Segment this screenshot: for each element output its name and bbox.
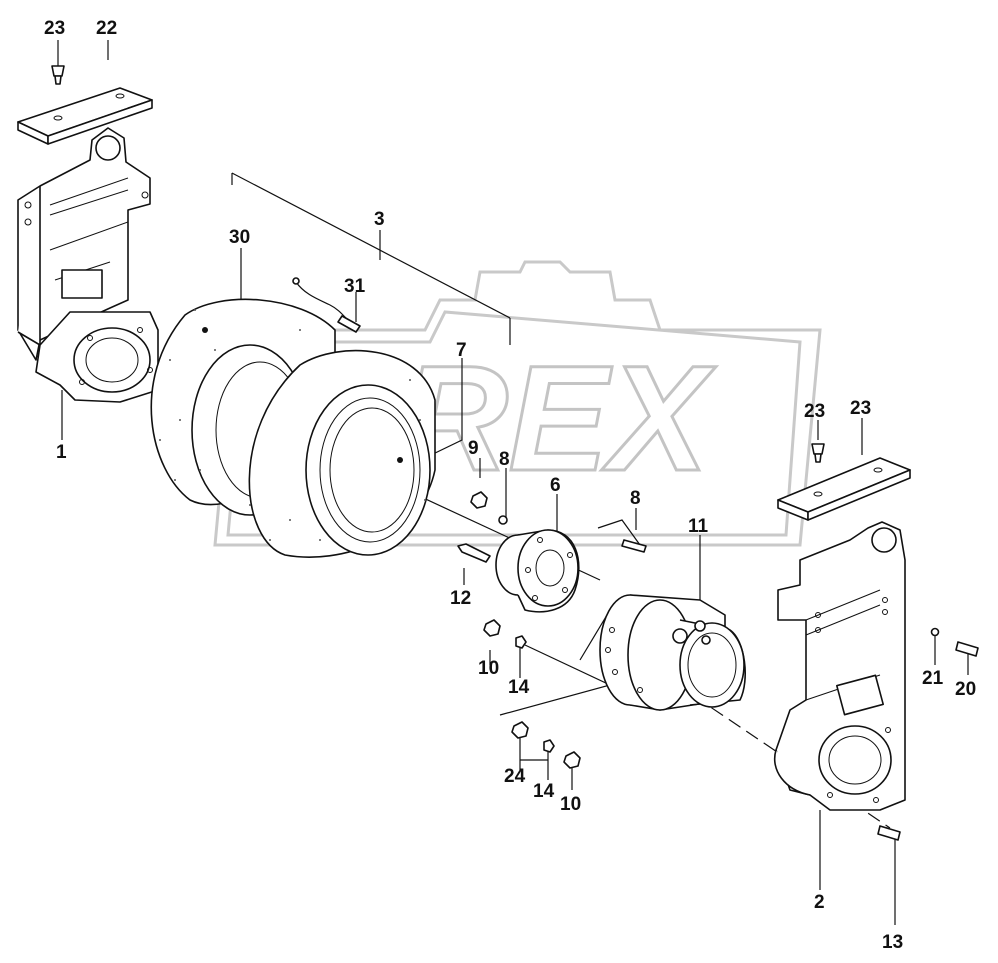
- tire-30-front: [202, 327, 436, 558]
- nut-24: [511, 721, 529, 739]
- nut-10-c: [563, 751, 581, 769]
- bracket-1-left: [17, 127, 159, 403]
- nut-10-a: [470, 491, 488, 509]
- watermark-text: REX: [400, 334, 716, 502]
- bolt-8: [621, 539, 647, 553]
- flange-3: [495, 529, 580, 613]
- bolt-13: [877, 825, 901, 841]
- nut-10-b: [483, 619, 501, 637]
- callout-12: 12: [450, 588, 471, 609]
- callout-10-c: 10: [560, 794, 581, 815]
- callout-7: 7: [456, 340, 467, 361]
- bolt-12: [457, 543, 491, 563]
- callout-22-top: 22: [96, 18, 117, 39]
- plate-22-left: [17, 87, 153, 145]
- callout-6: 3: [374, 209, 385, 230]
- callout-21: 21: [922, 668, 944, 689]
- nut-14-b: [543, 739, 555, 753]
- callout-31: 31: [344, 276, 366, 297]
- washer-21: [930, 627, 940, 637]
- plate-22-right: [777, 457, 911, 521]
- callout-23-right: 23: [804, 401, 825, 422]
- callout-14-b: 14: [533, 781, 555, 802]
- callout-8: 8: [630, 488, 641, 509]
- callout-13: 13: [882, 932, 903, 953]
- callout-30: 30: [229, 227, 250, 248]
- washer-9: [498, 515, 508, 525]
- bracket-2-right: [773, 521, 906, 811]
- callout-11: 11: [688, 516, 709, 537]
- callout-10-a: 9: [468, 438, 479, 459]
- callout-1: 1: [56, 442, 67, 463]
- sensor-cable-31: [292, 277, 361, 333]
- callout-10-b: 10: [478, 658, 499, 679]
- callout-24: 24: [504, 766, 526, 787]
- tire-texture: [159, 309, 426, 541]
- callout-22-right: 23: [850, 398, 871, 419]
- nut-14-a: [515, 635, 527, 649]
- hub-motor-11: [599, 594, 746, 711]
- callout-20: 20: [955, 679, 976, 700]
- callout-3: 6: [550, 475, 561, 496]
- bolt-23-left: [51, 65, 65, 85]
- callout-labels: 23 22 3 30 31 7 23 23 1 9 8 6 8 11 12 10…: [44, 18, 976, 953]
- bolt-20: [955, 641, 979, 657]
- callout-14-a: 14: [508, 677, 530, 698]
- callout-2: 2: [814, 892, 825, 913]
- bolt-23-right: [811, 443, 825, 463]
- callout-23-top: 23: [44, 18, 65, 39]
- callout-9: 8: [499, 449, 510, 470]
